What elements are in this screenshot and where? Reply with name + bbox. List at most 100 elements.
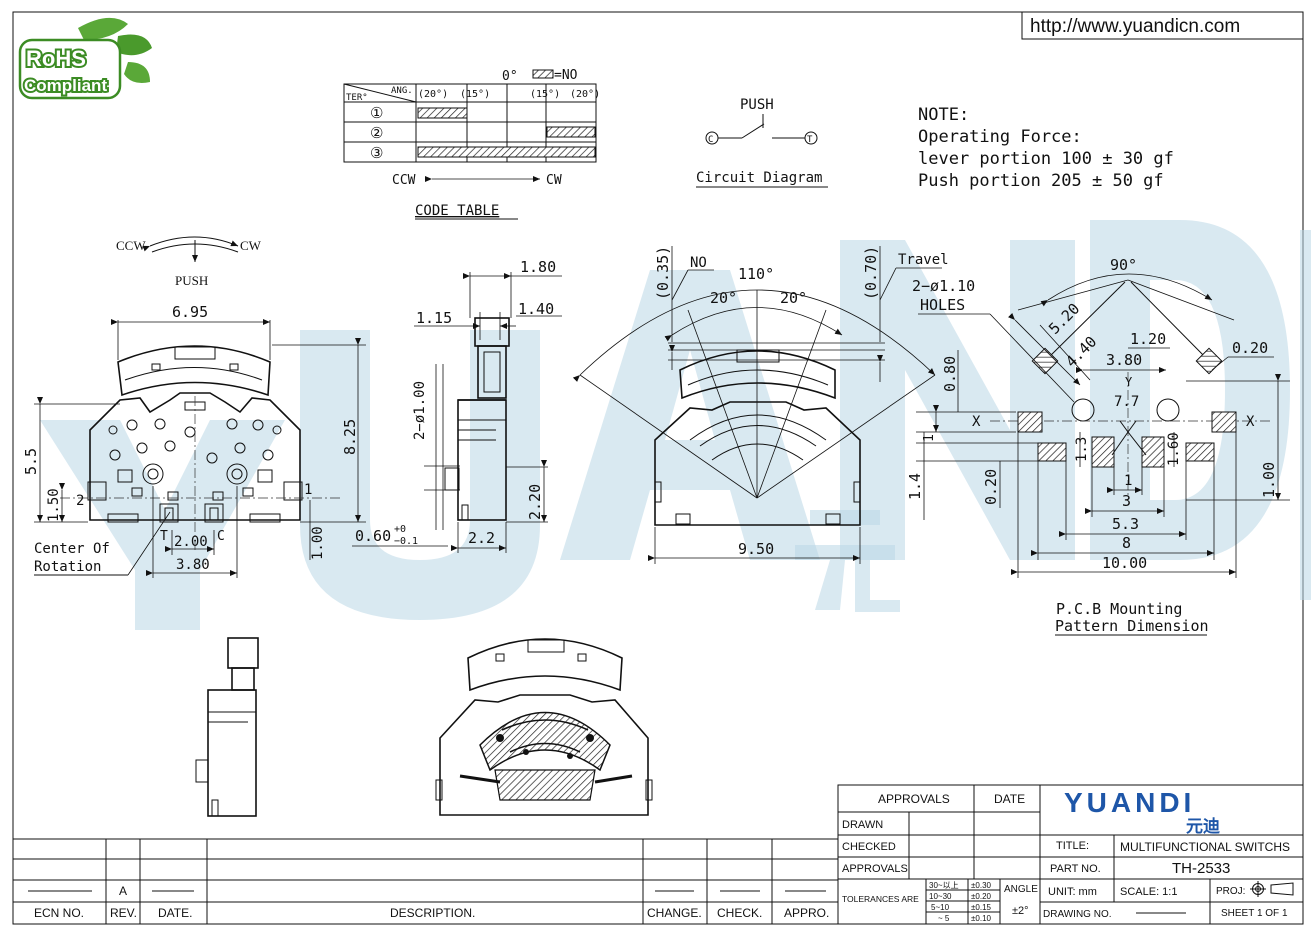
hdr-appro: APPRO. xyxy=(784,906,829,920)
dim-7-7: 7.7 xyxy=(1114,394,1139,410)
tb-drawn: DRAWN xyxy=(842,819,883,831)
col-header-ang: ANG. xyxy=(391,86,413,96)
angle-col-3: (15°) xyxy=(530,89,560,100)
tb-approvals: APPROVALS xyxy=(842,863,908,875)
center-of-rotation-2: Rotation xyxy=(34,559,101,575)
tol-value-1: ±0.30 xyxy=(971,881,992,890)
code-ccw: CCW xyxy=(392,173,416,188)
dim-1-50: 1.50 xyxy=(46,488,62,522)
lower-internal-view xyxy=(435,638,653,816)
hdr-rev: REV. xyxy=(110,906,137,920)
rev-value: A xyxy=(119,884,127,898)
tb-logo-cn: 元迪 xyxy=(1186,816,1220,836)
tb-scale: SCALE: 1:1 xyxy=(1120,886,1177,898)
axis-x-right: X xyxy=(1246,414,1255,430)
dim-1-bottom: 1 xyxy=(1124,473,1132,489)
note-line-1: Operating Force: xyxy=(918,127,1082,147)
circuit-term-c: C xyxy=(708,135,713,145)
tb-proj: PROJ: xyxy=(1216,886,1245,897)
note-line-3: Push portion 205 ± 50 gf xyxy=(918,171,1164,191)
tb-approvals-hdr: APPROVALS xyxy=(878,792,950,806)
compliant-text: Compliant xyxy=(24,76,107,95)
dim-1-15: 1.15 xyxy=(416,309,452,327)
dim-8-25: 8.25 xyxy=(341,419,359,455)
dim-1-00-right: 1.00 xyxy=(1260,462,1278,498)
rohs-logo: RoHS Compliant xyxy=(18,17,152,100)
circuit-caption: Circuit Diagram xyxy=(696,170,822,186)
dim-0-70: (0.70) xyxy=(862,246,880,300)
tb-date-hdr: DATE xyxy=(994,792,1025,806)
dim-2-phi-1-00: 2−ø1.00 xyxy=(412,381,428,440)
tb-unit: UNIT: mm xyxy=(1048,886,1097,898)
code-table-caption: CODE TABLE xyxy=(415,203,499,219)
hdr-description: DESCRIPTION. xyxy=(390,906,475,920)
dim-1-pcb: 1 xyxy=(922,434,937,442)
legend-no: =NO xyxy=(554,68,578,83)
row-label-1: ① xyxy=(370,104,383,122)
front-cw: CW xyxy=(240,238,262,253)
terminal-t: T xyxy=(160,529,168,544)
dim-2-00: 2.00 xyxy=(174,534,208,550)
tb-tolerances: TOLERANCES ARE xyxy=(842,894,919,904)
code-cw: CW xyxy=(546,173,562,188)
axis-x-left: X xyxy=(972,414,981,430)
zero-degree-label: 0° xyxy=(502,69,518,84)
tb-checked: CHECKED xyxy=(842,841,896,853)
tol-range-3: 5~10 xyxy=(931,903,950,912)
hdr-change: CHANGE. xyxy=(647,906,702,920)
dim-1-40: 1.40 xyxy=(518,300,554,318)
side-view: 1.80 1.15 1.40 2−ø1.00 2.20 2.2 xyxy=(412,258,562,553)
hdr-check: CHECK. xyxy=(717,906,762,920)
tol-value-4: ±0.10 xyxy=(971,914,992,923)
dim-9-50: 9.50 xyxy=(738,540,774,558)
lower-side-view xyxy=(195,637,259,817)
dim-3-80-pcb: 3.80 xyxy=(1106,351,1142,369)
dim-0-35: (0.35) xyxy=(654,246,672,300)
pcb-pattern: 90° 5.20 4.40 2−ø1.10 HOLES 1.20 0.20 3.… xyxy=(906,256,1290,636)
projection-symbol-icon xyxy=(1250,881,1294,897)
note-line-2: lever portion 100 ± 30 gf xyxy=(918,149,1174,169)
dim-3-80: 3.80 xyxy=(176,557,210,573)
dim-2: 2 xyxy=(76,493,84,509)
website-url: http://www.yuandicn.com xyxy=(1030,16,1240,37)
tb-angle-hdr: ANGLE xyxy=(1004,884,1038,895)
pcb-caption-1: P.C.B Mounting xyxy=(1056,600,1182,618)
dim-0-20-top: 0.20 xyxy=(1232,339,1268,357)
front-ccw: CCW xyxy=(116,238,146,253)
holes-label: 2−ø1.10 xyxy=(912,277,975,295)
tb-logo: YUANDI xyxy=(1064,787,1195,818)
dim-1-3: 1.3 xyxy=(1074,437,1090,462)
terminal-c: C xyxy=(217,529,225,544)
row-label-2: ② xyxy=(370,124,383,142)
dim-1-60: 1.60 xyxy=(1166,432,1182,466)
angle-view: 110° 20° 20° (0.35) NO (0.70) Travel 9.5… xyxy=(572,246,949,564)
front-push: PUSH xyxy=(175,273,208,288)
tol-range-4: ~ 5 xyxy=(938,914,950,923)
tb-title-val: MULTIFUNCTIONAL SWITCHS xyxy=(1120,840,1290,854)
dim-0-60: 0.60 xyxy=(355,527,391,545)
code-table: 0° =NO TER° ANG. (20°) (15°) (15°) (20°)… xyxy=(343,68,600,220)
dim-2-2: 2.2 xyxy=(468,529,495,547)
dim-3: 3 xyxy=(1122,492,1131,510)
dim-1-20: 1.20 xyxy=(1130,330,1166,348)
tb-title-lbl: TITLE: xyxy=(1056,840,1089,852)
revision-block: A ECN NO. REV. DATE. DESCRIPTION. CHANGE… xyxy=(13,838,838,924)
dim-5-5: 5.5 xyxy=(22,448,40,475)
dim-1: 1 xyxy=(304,482,312,498)
tol-plus: +0 xyxy=(394,524,406,535)
tol-range-1: 30~以上 xyxy=(929,881,959,890)
dim-6-95: 6.95 xyxy=(172,303,208,321)
tol-value-3: ±0.15 xyxy=(971,903,992,912)
tb-part-val: TH-2533 xyxy=(1172,860,1230,877)
angle-col-1: (20°) xyxy=(418,89,448,100)
circuit-push: PUSH xyxy=(740,97,774,113)
tol-value-2: ±0.20 xyxy=(971,892,992,901)
angle-90: 90° xyxy=(1110,256,1137,274)
title-block: APPROVALS DATE DRAWN CHECKED APPROVALS T… xyxy=(837,784,1304,925)
tol-range-2: 10~30 xyxy=(929,892,952,901)
tb-angle-val: ±2° xyxy=(1012,905,1029,917)
angle-110: 110° xyxy=(738,265,774,283)
holes-word: HOLES xyxy=(920,296,965,314)
dim-2-20: 2.20 xyxy=(526,484,544,520)
